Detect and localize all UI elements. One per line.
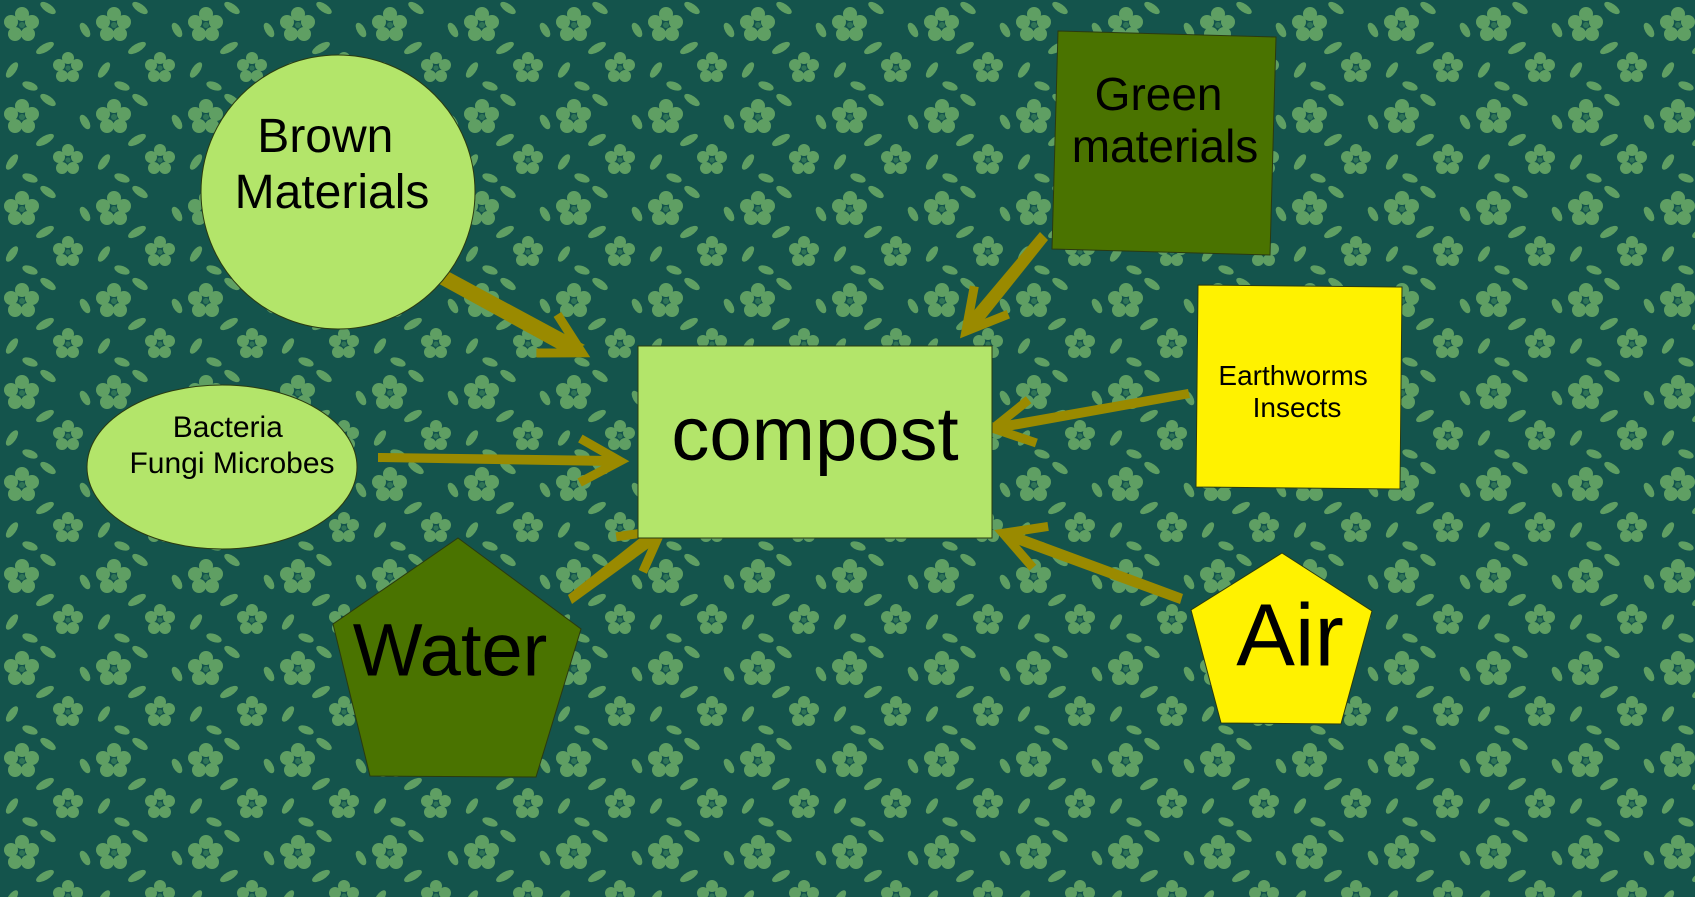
arrowhead — [960, 285, 1010, 339]
green-materials-label: Green materials — [1072, 68, 1259, 172]
node-air: Air — [1190, 552, 1373, 725]
node-brown-materials: Brown Materials — [200, 54, 476, 330]
arrowhead — [577, 434, 630, 487]
arrowhead — [983, 396, 1038, 448]
arrow-layer — [378, 232, 1190, 604]
water-label: Water — [353, 609, 548, 692]
earthworms-label: Earthworms Insects — [1218, 360, 1375, 423]
arrow-bacteria-to-compost — [378, 434, 630, 487]
arrowhead — [536, 311, 591, 358]
green-label-line-1: Green — [1095, 68, 1223, 120]
green-label-line-2: materials — [1072, 120, 1259, 172]
bacteria-label-line-2: Fungi Microbes — [129, 447, 334, 480]
node-green-materials: Green materials — [1051, 30, 1277, 256]
brown-label-line-2: Materials — [235, 166, 430, 219]
node-bacteria: Bacteria Fungi Microbes — [86, 384, 358, 550]
node-water: Water — [332, 537, 582, 778]
brown-label-line-1: Brown — [257, 110, 393, 163]
arrowhead — [994, 521, 1049, 571]
arrow-green-to-compost — [960, 232, 1048, 339]
brown-materials-label: Brown Materials — [235, 110, 430, 219]
compost-label: compost — [671, 392, 958, 477]
earthworms-label-line-1: Earthworms — [1218, 360, 1367, 391]
arrow-earthworms-to-compost — [983, 389, 1190, 448]
earthworms-label-line-2: Insects — [1253, 392, 1342, 423]
arrow-brown-to-compost — [432, 268, 591, 358]
arrow-air-to-compost — [994, 521, 1183, 604]
node-compost: compost — [637, 345, 993, 539]
air-label: Air — [1236, 585, 1344, 684]
bacteria-label: Bacteria Fungi Microbes — [129, 411, 334, 480]
node-earthworms: Earthworms Insects — [1195, 284, 1403, 490]
arrow-water-to-compost — [568, 524, 669, 604]
bacteria-label-line-1: Bacteria — [173, 411, 283, 444]
